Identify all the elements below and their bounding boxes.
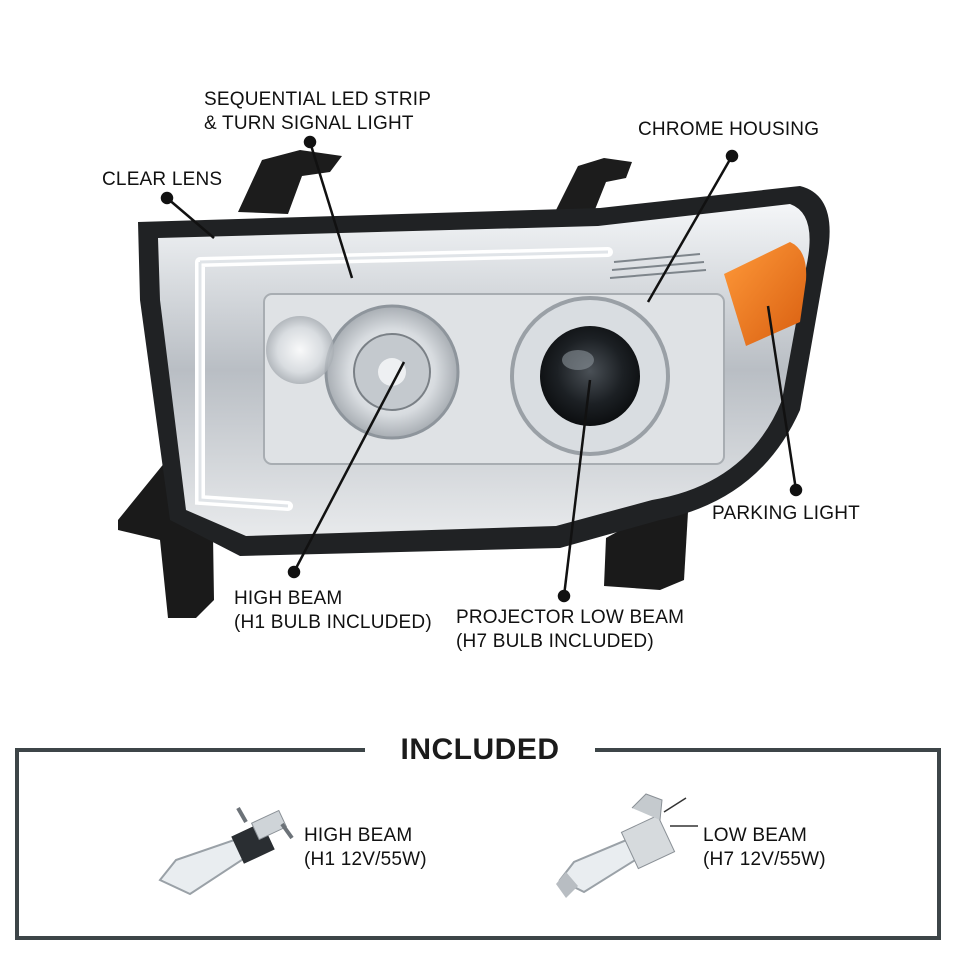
callout-high-beam: HIGH BEAM (H1 BULB INCLUDED) (234, 587, 432, 635)
included-bulb-high-beam: HIGH BEAM (H1 12V/55W) (304, 824, 427, 872)
callout-text: CHROME HOUSING (638, 119, 820, 140)
included-title: INCLUDED (365, 725, 595, 775)
mount-tab-left (238, 150, 342, 214)
leader-clear-lens (166, 197, 215, 239)
bulb-text: (H7 12V/55W) (703, 849, 826, 870)
callout-text: PROJECTOR LOW BEAM (456, 607, 685, 628)
callout-text: CLEAR LENS (102, 169, 223, 190)
leader-projector-low-beam (562, 379, 592, 597)
callout-lines (160, 135, 803, 603)
callout-text: (H7 BULB INCLUDED) (456, 631, 654, 652)
leader-high-beam (292, 361, 406, 573)
mount-bracket-right (604, 506, 688, 590)
h1-bulb-icon (158, 807, 294, 896)
callout-text: HIGH BEAM (234, 588, 343, 609)
h7-bulb-icon (556, 793, 698, 898)
bulb-text: HIGH BEAM (304, 825, 413, 846)
mount-tab-right (556, 158, 632, 212)
callout-text: (H1 BULB INCLUDED) (234, 612, 432, 633)
leader-sequential-led (308, 141, 354, 279)
callout-sequential-led: SEQUENTIAL LED STRIP & TURN SIGNAL LIGHT (204, 88, 431, 136)
callout-projector-low-beam: PROJECTOR LOW BEAM (H7 BULB INCLUDED) (456, 606, 684, 654)
callout-text: SEQUENTIAL LED STRIP (204, 89, 432, 110)
bulb-text: (H1 12V/55W) (304, 849, 427, 870)
chrome-slats (609, 253, 707, 279)
included-bulb-low-beam: LOW BEAM (H7 12V/55W) (703, 824, 826, 872)
projector-lens (540, 326, 640, 426)
callout-chrome-housing: CHROME HOUSING (638, 118, 819, 142)
leader-parking-light (766, 305, 798, 491)
bulb-text: LOW BEAM (703, 825, 808, 846)
callout-text: & TURN SIGNAL LIGHT (204, 113, 414, 134)
headlight-illustration (118, 150, 830, 618)
callout-parking-light: PARKING LIGHT (712, 502, 860, 526)
leader-chrome-housing (646, 155, 734, 303)
parking-light-amber (724, 242, 807, 346)
callout-text: PARKING LIGHT (712, 503, 860, 524)
callout-clear-lens: CLEAR LENS (102, 168, 222, 192)
